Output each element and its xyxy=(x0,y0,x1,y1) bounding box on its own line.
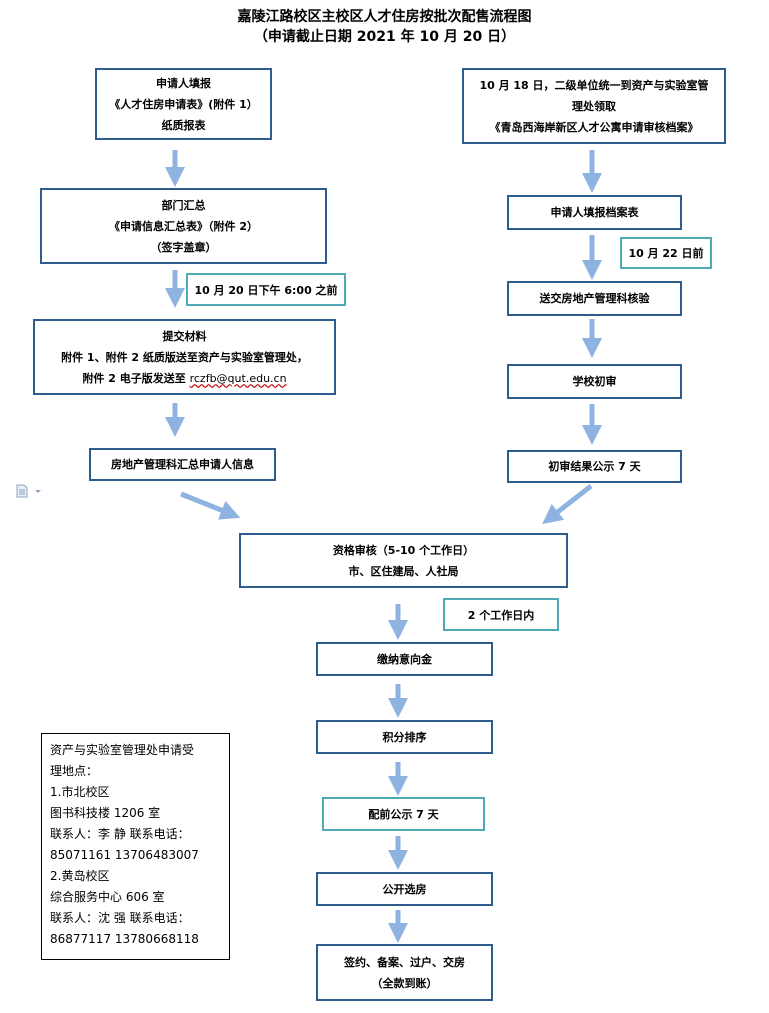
email-link[interactable]: rczfb@qut.edu.cn xyxy=(189,371,287,385)
contact-line: 图书科技楼 1206 室 xyxy=(50,806,161,820)
step-receive-line: 理处领取 xyxy=(572,99,616,113)
step-publicize: 初审结果公示 7 天 xyxy=(507,450,682,483)
step-apply-line: 纸质报表 xyxy=(161,118,206,132)
step-dept-line: 部门汇总 xyxy=(161,198,206,212)
page-title: 嘉陵江路校区主校区人才住房按批次配售流程图 xyxy=(237,9,532,25)
step-dept-summary: 部门汇总 《申请信息汇总表》（附件 2） （签字盖章） xyxy=(40,188,327,264)
note-review-time: 2 个工作日内 xyxy=(443,598,559,631)
arrow-publicize-to-review xyxy=(542,484,593,525)
arrow-summary-to-review xyxy=(180,491,241,520)
note-fill-deadline: 10 月 22 日前 xyxy=(620,237,712,269)
note-allocation-publicize: 配前公示 7 天 xyxy=(322,797,485,831)
step-receive-line: 10 月 18 日，二级单位统一到资产与实验室管 xyxy=(479,78,709,92)
contact-line: 1.市北校区 xyxy=(50,785,110,799)
contact-line: 联系人：沈 强 联系电话： xyxy=(50,911,190,925)
contact-line: 85071161 13706483007 xyxy=(50,848,199,862)
step-dept-line: （签字盖章） xyxy=(150,240,217,254)
contact-line: 综合服务中心 606 室 xyxy=(50,890,165,904)
step-review-line: 市、区住建局、人社局 xyxy=(348,564,459,578)
contact-line: 86877117 13780668118 xyxy=(50,932,199,946)
contact-line: 联系人：李 静 联系电话： xyxy=(50,827,190,841)
step-housing-summary: 房地产管理科汇总申请人信息 xyxy=(89,448,276,481)
step-ranking: 积分排序 xyxy=(316,720,493,754)
step-house-selection: 公开选房 xyxy=(316,872,493,906)
step-apply-line: 申请人填报 xyxy=(156,76,211,90)
contact-info-box: 资产与实验室管理处申请受 理地点： 1.市北校区 图书科技楼 1206 室 联系… xyxy=(41,733,230,960)
step-apply-line: 《人才住房申请表》(附件 1） xyxy=(109,97,258,111)
step-fill-archive: 申请人填报档案表 xyxy=(507,195,682,230)
step-apply: 申请人填报 《人才住房申请表》(附件 1） 纸质报表 xyxy=(95,68,272,140)
step-receive-line: 《青岛西海岸新区人才公寓申请审核档案》 xyxy=(489,120,699,134)
step-verify: 送交房地产管理科核验 xyxy=(507,281,682,316)
step-signing-line: 签约、备案、过户、交房 xyxy=(344,955,465,969)
step-deposit: 缴纳意向金 xyxy=(316,642,493,676)
step-receive-archive: 10 月 18 日，二级单位统一到资产与实验室管 理处领取 《青岛西海岸新区人才… xyxy=(462,68,726,144)
step-preliminary-review: 学校初审 xyxy=(507,364,682,399)
contact-line: 理地点： xyxy=(50,764,99,778)
step-submit-line: 提交材料 xyxy=(162,329,207,343)
step-submit-line: 附件 1、附件 2 纸质版送至资产与实验室管理处， xyxy=(61,350,308,364)
note-deadline: 10 月 20 日下午 6:00 之前 xyxy=(186,273,346,306)
step-submit-line: 附件 2 电子版发送至 rczfb@qut.edu.cn xyxy=(82,368,286,389)
step-dept-line: 《申请信息汇总表》（附件 2） xyxy=(109,219,258,233)
step-submit-text: 附件 2 电子版发送至 xyxy=(82,371,190,385)
step-qualification-review: 资格审核（5-10 个工作日） 市、区住建局、人社局 xyxy=(239,533,568,588)
contact-line: 2.黄岛校区 xyxy=(50,869,110,883)
page-subtitle: （申请截止日期 2021 年 10 月 20 日） xyxy=(253,29,516,45)
step-signing: 签约、备案、过户、交房 （全款到账） xyxy=(316,944,493,1001)
step-signing-line: （全款到账） xyxy=(371,976,438,990)
document-icon[interactable] xyxy=(16,484,42,498)
contact-line: 资产与实验室管理处申请受 xyxy=(50,743,195,757)
step-review-line: 资格审核（5-10 个工作日） xyxy=(332,543,475,557)
chevron-down-icon xyxy=(35,490,41,493)
step-submit: 提交材料 附件 1、附件 2 纸质版送至资产与实验室管理处， 附件 2 电子版发… xyxy=(33,319,336,395)
